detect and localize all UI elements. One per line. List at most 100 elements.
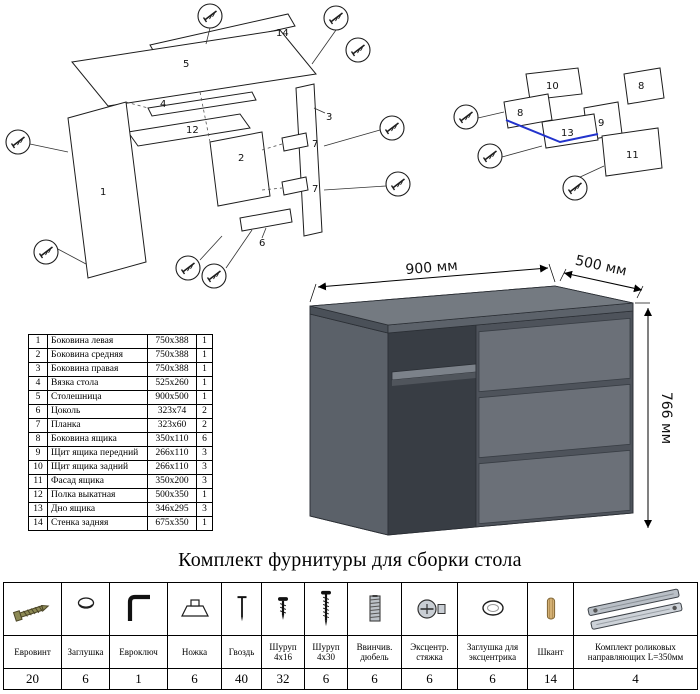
hardware-qty: 6 <box>457 668 528 690</box>
hardware-label: Евровинт <box>3 635 62 669</box>
drawer-exploded-diagram: 10 8 9 8 13 11 <box>453 67 665 201</box>
part-name: Боковина ящика <box>47 432 148 447</box>
part-qty: 1 <box>196 516 213 531</box>
rail-guide-line <box>505 119 599 144</box>
part-number: 3 <box>28 362 48 377</box>
hardware-icon-cell <box>527 582 574 636</box>
part-size: 323x74 <box>147 404 197 419</box>
hardware-label: Гвоздь <box>221 635 262 669</box>
hardware-qty: 14 <box>527 668 574 690</box>
part-label: 10 <box>546 81 559 92</box>
height-dimension-label: 766 мм <box>658 392 674 444</box>
cam-cover-icon <box>481 600 504 616</box>
hardware-label: Евроключ <box>109 635 168 669</box>
fastener-callout-icon <box>345 37 371 63</box>
part-name: Щит ящика задний <box>47 460 148 475</box>
fastener-callout-icon <box>453 104 479 130</box>
part-size: 750x388 <box>147 362 197 377</box>
part-number: 5 <box>28 390 48 405</box>
hardware-icon-cell <box>457 582 528 636</box>
part-label: 14 <box>276 28 289 39</box>
fastener-callout-icon <box>33 239 59 265</box>
hardware-qty: 6 <box>61 668 110 690</box>
hardware-qty: 6 <box>347 668 402 690</box>
part-label: 7 <box>312 184 318 195</box>
leg-icon <box>180 599 209 617</box>
part-qty: 6 <box>196 432 213 447</box>
part-label: 8 <box>638 81 644 92</box>
part-name: Вязка стола <box>47 376 148 391</box>
part-label: 5 <box>183 59 189 70</box>
part-label: 9 <box>598 118 604 129</box>
hardware-table: Евровинт Заглушка Евроключ Ножка Гвоздь … <box>3 582 698 690</box>
part-qty: 1 <box>196 348 213 363</box>
hardware-qty: 4 <box>573 668 698 690</box>
dowel-icon <box>546 597 555 620</box>
part-label: 8 <box>517 108 523 119</box>
part-number: 2 <box>28 348 48 363</box>
hardware-label: Заглушка для эксцентрика <box>457 635 528 669</box>
part-qty: 1 <box>196 390 213 405</box>
fastener-callout-icon <box>379 115 405 141</box>
euroscrew-icon <box>12 604 49 622</box>
part-name: Стенка задняя <box>47 516 148 531</box>
part-size: 266x110 <box>147 460 197 475</box>
part-qty: 2 <box>196 418 213 433</box>
part-qty: 1 <box>196 334 213 349</box>
part-name: Боковина правая <box>47 362 148 377</box>
hardware-qty: 6 <box>401 668 458 690</box>
part-label: 12 <box>186 125 199 136</box>
fastener-callout-icon <box>175 255 201 281</box>
fastener-callout-icon <box>385 171 411 197</box>
hardware-label: Шуруп 4x30 <box>304 635 348 669</box>
part-number: 7 <box>28 418 48 433</box>
depth-dimension-label: 500 мм <box>574 253 629 280</box>
part-qty: 3 <box>196 446 213 461</box>
part-size: 350x200 <box>147 474 197 489</box>
hardware-icon-cell <box>61 582 110 636</box>
hardware-icon-cell <box>109 582 168 636</box>
part-label: 4 <box>160 99 166 110</box>
hardware-icon-cell <box>304 582 348 636</box>
part-size: 900x500 <box>147 390 197 405</box>
part-name: Столешница <box>47 390 148 405</box>
part-size: 750x388 <box>147 348 197 363</box>
desk-left-panel <box>309 313 389 536</box>
part-number: 4 <box>28 376 48 391</box>
part-number: 8 <box>28 432 48 447</box>
hardware-label: Заглушка <box>61 635 110 669</box>
part-number: 12 <box>28 488 48 503</box>
part-number: 6 <box>28 404 48 419</box>
part-name: Фасад ящика <box>47 474 148 489</box>
part-number: 1 <box>28 334 48 349</box>
part-size: 346x295 <box>147 502 197 517</box>
hardware-label: Ножка <box>167 635 222 669</box>
exploded-diagrams: 14 5 4 12 2 1 3 7 7 6 10 <box>5 3 665 289</box>
part-size: 266x110 <box>147 446 197 461</box>
part-label: 1 <box>100 187 106 198</box>
hardware-qty: 20 <box>3 668 62 690</box>
plug-icon <box>77 597 94 609</box>
part-size: 750x388 <box>147 334 197 349</box>
part-name: Боковина левая <box>47 334 148 349</box>
part-name: Планка <box>47 418 148 433</box>
desk-knee-opening <box>387 324 477 536</box>
fastener-callout-icon <box>197 3 223 29</box>
fastener-callout-icon <box>201 263 227 289</box>
hardware-qty: 40 <box>221 668 262 690</box>
part-label: 2 <box>238 153 244 164</box>
part-label: 13 <box>561 128 574 139</box>
hardware-qty: 6 <box>304 668 348 690</box>
part-size: 500x350 <box>147 488 197 503</box>
part-qty: 3 <box>196 474 213 489</box>
